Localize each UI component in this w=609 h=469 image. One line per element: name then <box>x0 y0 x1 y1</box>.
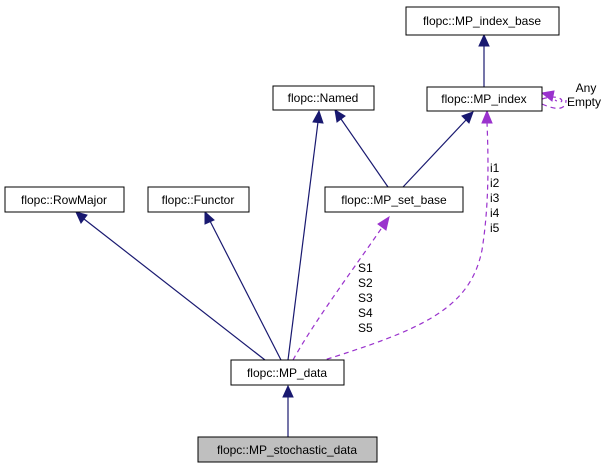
index-usage-labels: i1 i2 i3 i4 i5 <box>490 161 500 235</box>
node-stochastic-data[interactable]: flopc::MP_stochastic_data <box>197 436 378 463</box>
node-label: flopc::MP_data <box>247 366 327 380</box>
node-label: flopc::MP_index <box>441 92 526 106</box>
index-usage-label: i1 <box>490 161 500 175</box>
node-row-major[interactable]: flopc::RowMajor <box>4 186 125 213</box>
set-usage-label: S1 <box>358 261 373 275</box>
self-loop-label-empty: Empty <box>567 95 601 109</box>
node-data[interactable]: flopc::MP_data <box>230 359 345 386</box>
edge-set-base-usage <box>292 215 390 361</box>
self-loop-label-any: Any <box>576 81 597 95</box>
node-label: flopc::MP_set_base <box>341 193 447 207</box>
edge-set-base-to-named <box>334 109 389 188</box>
set-usage-label: S4 <box>358 306 373 320</box>
node-label: flopc::Functor <box>162 193 235 207</box>
edge-data-to-named <box>287 109 324 361</box>
edge-stochastic-to-data <box>282 384 294 437</box>
node-index-base[interactable]: flopc::MP_index_base <box>405 6 560 36</box>
set-usage-label: S3 <box>358 291 373 305</box>
node-index[interactable]: flopc::MP_index <box>426 86 543 112</box>
edge-set-base-to-index <box>402 111 474 188</box>
edge-data-to-functor <box>204 210 282 361</box>
node-functor[interactable]: flopc::Functor <box>147 186 250 213</box>
edge-index-usage <box>317 109 493 363</box>
set-usage-label: S5 <box>358 321 373 335</box>
set-usage-labels: S1 S2 S3 S4 S5 <box>358 261 373 335</box>
node-named[interactable]: flopc::Named <box>272 85 375 111</box>
edge-data-to-row-major <box>75 211 266 361</box>
index-usage-label: i3 <box>490 191 500 205</box>
node-label: flopc::RowMajor <box>21 193 107 207</box>
node-set-base[interactable]: flopc::MP_set_base <box>324 186 464 213</box>
node-label: flopc::Named <box>288 91 359 105</box>
index-usage-label: i5 <box>490 221 500 235</box>
node-label: flopc::MP_stochastic_data <box>217 443 357 457</box>
edge-index-to-index-base <box>478 33 490 87</box>
node-label: flopc::MP_index_base <box>423 14 541 28</box>
index-usage-label: i2 <box>490 176 500 190</box>
set-usage-label: S2 <box>358 276 373 290</box>
index-usage-label: i4 <box>490 206 500 220</box>
edge-index-self-loop <box>540 90 567 109</box>
